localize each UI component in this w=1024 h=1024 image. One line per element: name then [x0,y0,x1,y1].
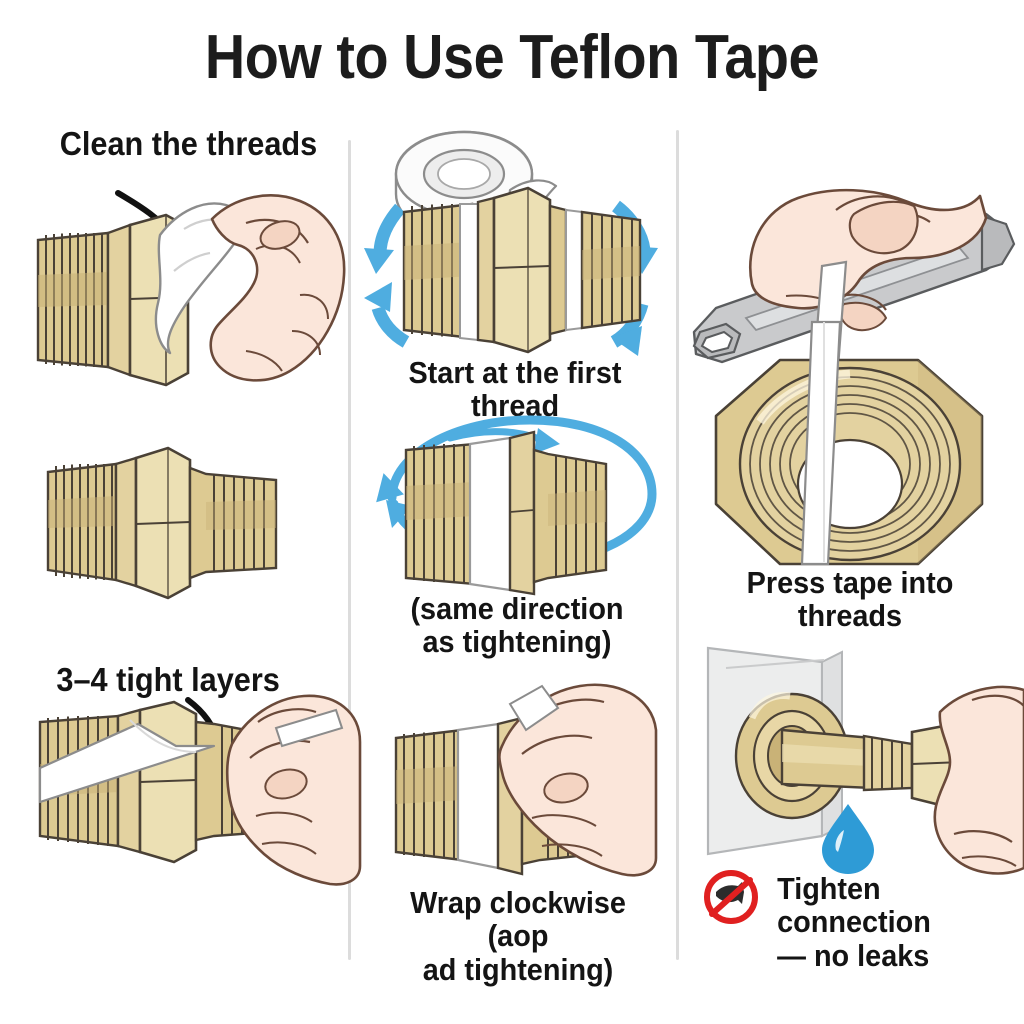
art-tighten-connection [706,646,1024,875]
hand [749,188,988,332]
caption-tight-layers: 3–4 tight layers [56,661,280,698]
art-same-direction [376,415,657,596]
caption-press-tape: Press tape into threads [746,565,954,634]
water-droplet-icon [822,804,874,874]
caption-clean-threads: Clean the threads [59,125,318,162]
brass-hex-fitting [404,430,608,596]
hand [225,694,362,886]
brass-pipe-fitting [46,446,278,600]
art-clean-fitting [46,446,278,600]
caption-wrap-clockwise: Wrap clockwise (aop ad tightening) [410,885,626,987]
art-hex-nut-front [714,320,984,566]
art-hand-rag-clean [154,194,346,382]
art-start-first-thread [364,130,658,356]
art-wrench-hand [692,188,1016,370]
art-hand-wrap-clockwise [498,683,658,877]
page-title: How to Use Teflon Tape [204,23,820,92]
hand [209,194,346,382]
column-divider-left [348,140,351,960]
caption-start-first-thread: Start at the first thread [408,355,622,424]
caption-tighten-connection: Tighten connection — no leaks [777,871,931,973]
teflon-tape-strip [38,719,216,804]
art-hand-tight-layers [225,694,362,886]
teflon-tape-strip [508,684,560,732]
hand [933,685,1024,875]
teflon-tape-strip [800,320,842,566]
brass-hex-nut [714,358,984,566]
no-leak-prohibition-icon [704,870,758,924]
caption-same-direction: (same direction as tightening) [410,591,624,660]
column-divider-right [676,130,679,960]
hand [498,683,658,877]
brass-hex-fitting [402,186,642,354]
